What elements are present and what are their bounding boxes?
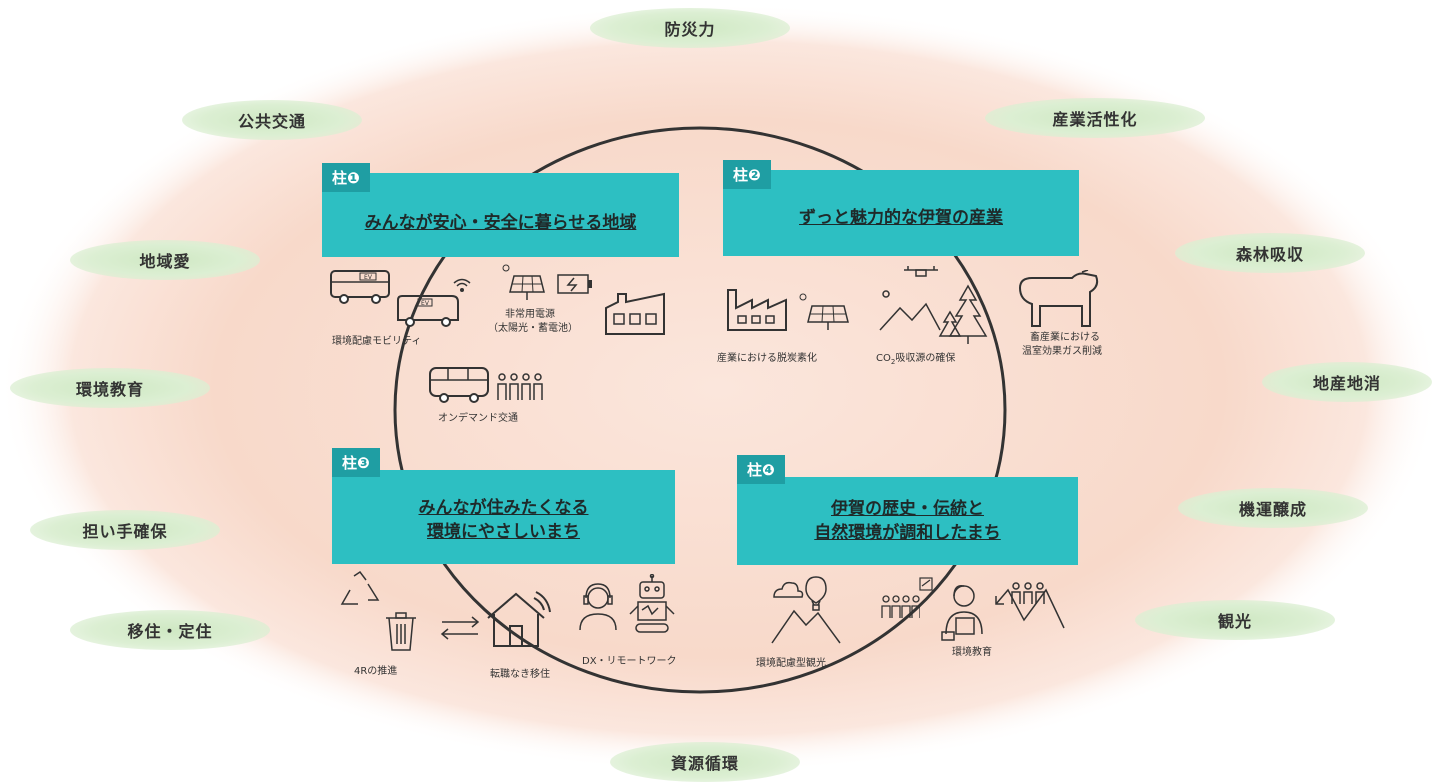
env-education-caption: 環境教育 xyxy=(952,647,992,658)
house-icon xyxy=(484,590,554,648)
tag-left-4: 移住・定住 xyxy=(70,610,270,650)
teacher-icon xyxy=(940,584,988,642)
tag-right-2: 地産地消 xyxy=(1262,362,1432,402)
pillar-4-title-line1: 伊賀の歴史・伝統と xyxy=(831,499,984,519)
factory-icon xyxy=(726,286,792,332)
pillar-3: 柱❸ みんなが住みたくなる 環境にやさしいまち xyxy=(332,448,675,564)
tag-left-3: 担い手確保 xyxy=(30,510,220,550)
pillar-2-badge: 柱❷ xyxy=(723,160,771,189)
pillar-4: 柱❹ 伊賀の歴史・伝統と 自然環境が調和したまち xyxy=(737,455,1078,565)
ondemand-caption: オンデマンド交通 xyxy=(438,413,518,424)
pillar-3-title-line2: 環境にやさしいまち xyxy=(427,522,580,542)
bus-icon: EV xyxy=(330,270,392,304)
tag-bottom: 資源循環 xyxy=(610,742,800,782)
headset-person-icon xyxy=(576,582,620,632)
passengers-icon xyxy=(496,372,544,402)
pillar-2: 柱❷ ずっと魅力的な伊賀の産業 xyxy=(723,160,1079,256)
audience-icon xyxy=(880,594,920,620)
trash-bin-icon xyxy=(384,612,418,652)
pillar-1-badge: 柱❶ xyxy=(322,163,370,192)
tag-top-left: 公共交通 xyxy=(182,100,362,140)
wifi-icon xyxy=(452,276,472,294)
remote-caption: DX・リモートワーク xyxy=(582,656,677,667)
pillar-1-title: みんなが安心・安全に暮らせる地域 xyxy=(364,213,637,233)
ecotourism-caption: 環境配慮型観光 xyxy=(756,658,826,669)
pillar-3-title-line1: みんなが住みたくなる xyxy=(418,498,589,518)
livestock-caption-line2: 温室効果ガス削減 xyxy=(1022,346,1102,357)
recycle-icon xyxy=(338,570,384,610)
fourr-caption: 4Rの推進 xyxy=(354,666,398,677)
power-caption-line1: 非常用電源 xyxy=(505,309,555,320)
battery-icon xyxy=(556,272,596,296)
solar-panel-icon-2 xyxy=(796,290,852,332)
decarbon-caption: 産業における脱炭素化 xyxy=(717,353,817,364)
tag-top-right: 産業活性化 xyxy=(985,98,1205,138)
ondemand-bus-icon xyxy=(428,366,492,404)
pillar-1: 柱❶ みんなが安心・安全に暮らせる地域 xyxy=(322,163,679,257)
tag-right-3: 機運醸成 xyxy=(1178,488,1368,528)
solar-panel-icon xyxy=(500,262,546,302)
tag-right-4: 観光 xyxy=(1135,600,1335,640)
pillar-3-badge: 柱❸ xyxy=(332,448,380,477)
cow-icon xyxy=(1016,270,1100,328)
balloon-mountain-icon xyxy=(770,575,842,645)
drone-forest-icon xyxy=(878,264,996,346)
pillar-2-title: ずっと魅力的な伊賀の産業 xyxy=(799,208,1003,228)
co2-caption-pre: CO xyxy=(876,353,891,364)
co2-caption-post: 吸収源の確保 xyxy=(895,353,956,364)
tag-left-2: 環境教育 xyxy=(10,368,210,408)
ev-van-icon: EV xyxy=(396,292,462,328)
mobility-caption: 環境配慮モビリティ xyxy=(332,336,422,347)
power-caption-line2: （太陽光・蓄電池） xyxy=(488,323,578,334)
swap-arrows-icon xyxy=(438,615,482,641)
growth-people-icon xyxy=(994,580,1068,634)
pillar-4-badge: 柱❹ xyxy=(737,455,785,484)
van-ev-label: EV xyxy=(421,300,430,307)
relocation-caption: 転職なき移住 xyxy=(490,669,550,680)
bus-ev-label: EV xyxy=(364,274,373,281)
pillar-4-title-line2: 自然環境が調和したまち xyxy=(814,523,1001,543)
tag-left-1: 地域愛 xyxy=(70,240,260,280)
factory-building-icon xyxy=(604,288,666,336)
co2-caption: CO2吸収源の確保 xyxy=(876,352,955,369)
notes-icon xyxy=(918,576,934,592)
livestock-caption-line1: 畜産業における xyxy=(1030,332,1100,343)
tag-right-1: 森林吸収 xyxy=(1175,233,1365,273)
central-circle xyxy=(393,126,1007,694)
robot-icon xyxy=(628,574,676,634)
co2-caption-sub: 2 xyxy=(890,358,896,366)
tag-top: 防災力 xyxy=(590,8,790,48)
